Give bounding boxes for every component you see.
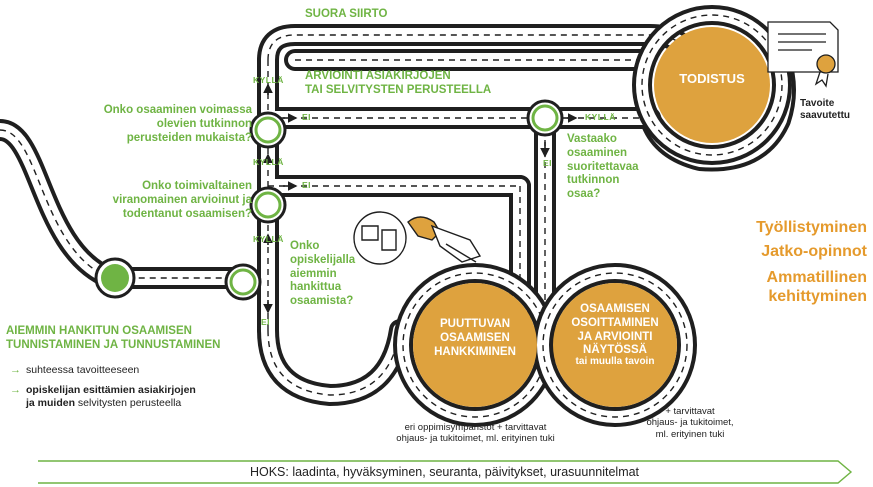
question-3: Onko opiskelijalla aiemmin hankittua osa… [290, 240, 356, 308]
decision-nodes [94, 99, 564, 301]
outcome-2: Jatko-opinnot [761, 243, 867, 260]
kylla-label-1: KYLLÄ [253, 75, 284, 85]
certificate-icon [767, 21, 839, 88]
left-panel-item-2-bold: opiskelijan esittämien asiakirjojen ja m… [26, 384, 196, 409]
puzzle-hand-icon [353, 211, 482, 265]
question-1: Onko osaaminen voimassa olevien tutkinno… [103, 104, 252, 144]
ei-label-2: EI [302, 180, 312, 190]
puuttuvan-circle [413, 283, 537, 407]
puuttuvan-note: eri oppimisympäristöt + tarvittavat ohja… [396, 422, 555, 445]
ei-label-1: EI [302, 112, 312, 122]
question-2: Onko toimivaltainen viranomainen arvioin… [112, 180, 252, 220]
arrow-icon: → [10, 364, 21, 376]
hoks-bar [38, 460, 853, 484]
left-panel-item-1: suhteessa tavoitteeseen [26, 364, 140, 376]
suora-siirto-label: SUORA SIIRTO [305, 8, 388, 20]
outcome-1: Työllistyminen [756, 219, 867, 236]
osoittaminen-label: OSAAMISEN OSOITTAMINEN JA ARVIOINTI NÄYT… [571, 303, 659, 357]
circle-rings [393, 5, 792, 427]
left-panel-item-2-rest: selvitysten perusteella [75, 396, 182, 409]
outcome-3: Ammatillinen kehittyminen [766, 269, 867, 306]
puuttuvan-label: PUUTTUVAN OSAAMISEN HANKKIMINEN [434, 318, 516, 358]
arrow-icon: → [10, 384, 21, 396]
osoittaminen-circle [553, 283, 677, 407]
ei-label-3: EI [261, 317, 271, 327]
osoittaminen-sub: tai muulla tavoin [575, 356, 655, 367]
left-panel-item-2: opiskelijan esittämien asiakirjojen ja m… [26, 384, 226, 409]
hoks-label: HOKS: laadinta, hyväksyminen, seuranta, … [249, 465, 640, 479]
tavoite-label: Tavoite saavutettu [800, 98, 851, 121]
osoittaminen-note: + tarvittavat ohjaus- ja tukitoimet, ml.… [646, 406, 734, 440]
left-panel-title: AIEMMIN HANKITUN OSAAMISEN TUNNISTAMINEN… [6, 325, 221, 351]
ei-label-4: EI [543, 158, 553, 168]
arviointi-label: ARVIOINTI ASIAKIRJOJEN TAI SELVITYSTEN P… [305, 70, 492, 96]
kylla-label-3: KYLLÄ [253, 234, 284, 244]
question-4: Vastaako osaaminen suoritettavaa tutkinn… [567, 133, 639, 201]
todistus-label: TODISTUS [679, 71, 745, 86]
flow-arrows [263, 83, 578, 314]
kylla-label-2: KYLLÄ [253, 157, 284, 167]
kylla-label-4: KYLLÄ [585, 112, 616, 122]
todistus-circle [654, 27, 770, 143]
